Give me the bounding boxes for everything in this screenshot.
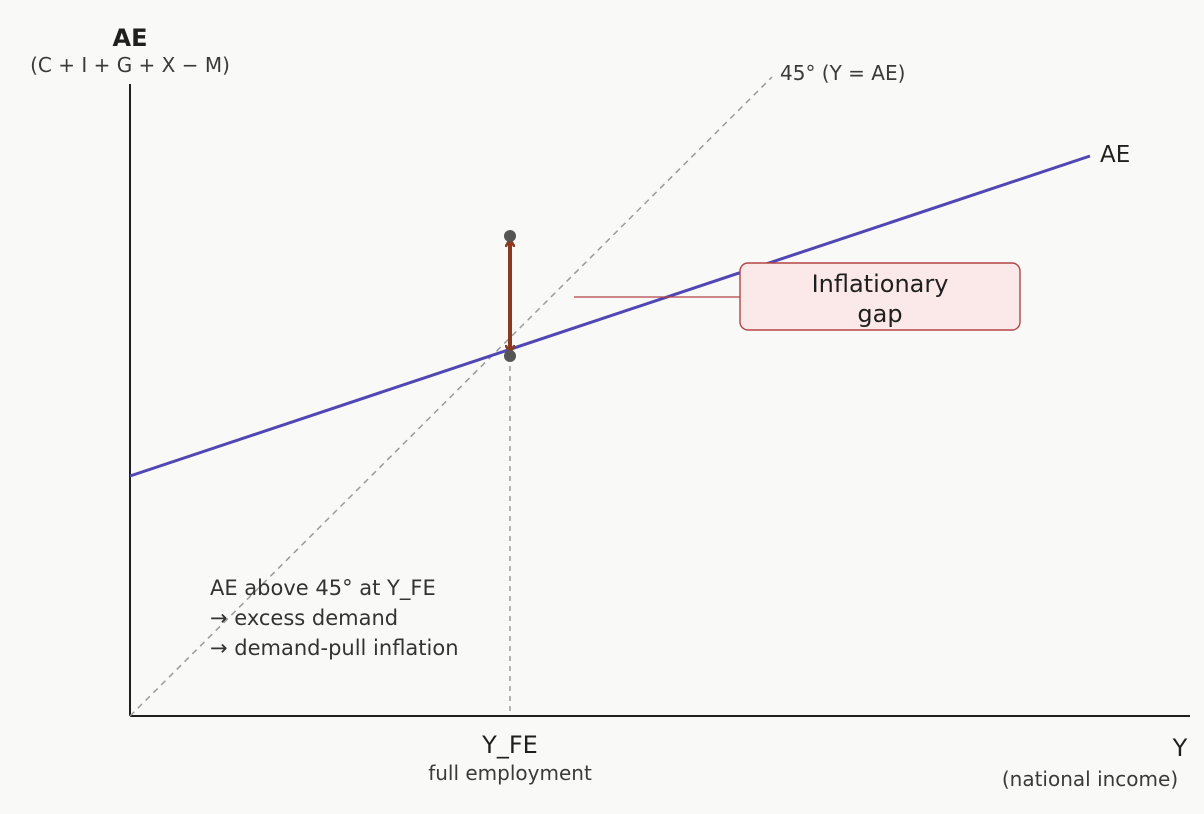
annotation-line2: → excess demand xyxy=(210,606,398,630)
full-employment-label: Y_FE xyxy=(481,731,538,759)
forty-five-degree-line xyxy=(129,76,773,717)
y-axis-title: AE xyxy=(113,24,148,52)
ae-at-full-employment-point xyxy=(504,230,516,242)
gap-box-label-line1: Inflationary xyxy=(812,270,949,298)
x-axis-subtitle: (national income) xyxy=(1002,767,1178,791)
y-axis-subtitle: (C + I + G + X − M) xyxy=(30,53,230,77)
x-axis-title: Y xyxy=(1172,734,1188,762)
ae-line-label: AE xyxy=(1100,142,1130,168)
annotation-line1: AE above 45° at Y_FE xyxy=(210,576,436,601)
gap-box-label-line2: gap xyxy=(857,300,902,328)
forty-five-line-label: 45° (Y = AE) xyxy=(780,61,905,85)
inflationary-gap-box xyxy=(739,262,1021,331)
full-employment-sublabel: full employment xyxy=(428,761,592,785)
ae-line xyxy=(129,154,1091,478)
annotation-line3: → demand-pull inflation xyxy=(210,636,459,660)
forty-five-at-full-employment-point xyxy=(504,350,516,362)
